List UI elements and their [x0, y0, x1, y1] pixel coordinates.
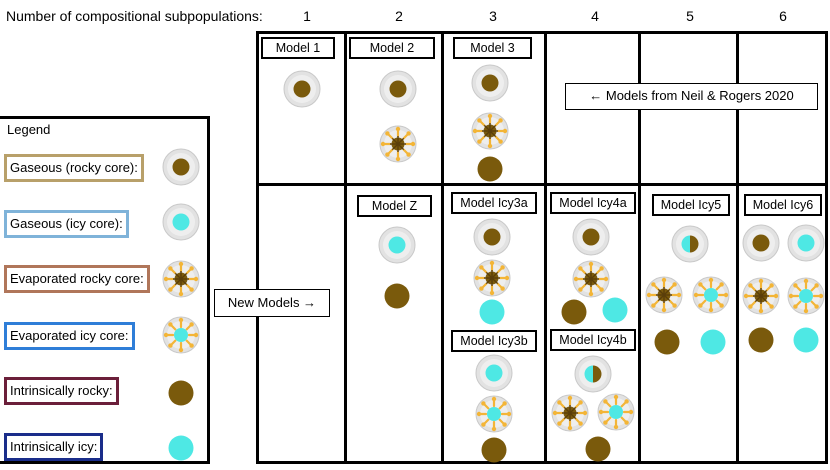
- new-models-annotation: New Models →: [214, 289, 330, 317]
- model-1-label: Model 1: [261, 37, 335, 59]
- grid-divider: [441, 31, 444, 464]
- evaporated-rocky-icon: [162, 260, 200, 298]
- gaseous-rocky-icon: [471, 64, 509, 102]
- icy-icon: [793, 327, 819, 353]
- legend-title: Legend: [7, 122, 51, 137]
- evaporated-icy-icon: [692, 276, 730, 314]
- evaporated-icy-icon: [475, 395, 513, 433]
- model-icy4b-label: Model Icy4b: [550, 329, 636, 351]
- header-label: Number of compositional subpopulations:: [6, 8, 263, 24]
- icy-icon: [168, 435, 194, 461]
- grid-row-divider: [256, 183, 828, 186]
- icy-icon: [602, 297, 628, 323]
- gaseous-icy-icon: [162, 203, 200, 241]
- column-number-1: 1: [303, 8, 311, 24]
- model-icy3a-label: Model Icy3a: [451, 192, 537, 214]
- evaporated-rocky-icon: [551, 394, 589, 432]
- grid-divider: [344, 31, 347, 464]
- rocky-icon: [477, 156, 503, 182]
- model-icy3b-label: Model Icy3b: [451, 330, 537, 352]
- model-z-label: Model Z: [357, 195, 432, 217]
- legend-item-icy: Intrinsically icy:: [4, 433, 104, 461]
- evaporated-icy-icon: [162, 316, 200, 354]
- gaseous-mixed-icon: [671, 225, 709, 263]
- rocky-icon: [384, 283, 410, 309]
- grid-divider: [736, 31, 739, 464]
- legend-item-evaporated-icy: Evaporated icy core:: [4, 322, 135, 350]
- gaseous-rocky-icon: [742, 224, 780, 262]
- model-grid: [256, 31, 828, 464]
- model-3-label: Model 3: [453, 37, 532, 59]
- model-icy4a-label: Model Icy4a: [550, 192, 636, 214]
- rocky-icon: [654, 329, 680, 355]
- model-icy6-label: Model Icy6: [744, 194, 822, 216]
- gaseous-rocky-icon: [572, 218, 610, 256]
- column-number-6: 6: [779, 8, 787, 24]
- evaporated-rocky-icon: [572, 260, 610, 298]
- icy-icon: [700, 329, 726, 355]
- evaporated-rocky-icon: [379, 125, 417, 163]
- evaporated-rocky-icon: [473, 259, 511, 297]
- gaseous-rocky-icon: [283, 70, 321, 108]
- model-icy5-label: Model Icy5: [652, 194, 730, 216]
- model-2-label: Model 2: [349, 37, 435, 59]
- legend-panel: [0, 116, 210, 464]
- gaseous-mixed-icon: [574, 355, 612, 393]
- rocky-icon: [168, 380, 194, 406]
- gaseous-rocky-icon: [379, 70, 417, 108]
- gaseous-icy-icon: [475, 354, 513, 392]
- gaseous-rocky-icon: [473, 218, 511, 256]
- column-number-4: 4: [591, 8, 599, 24]
- grid-divider: [544, 31, 547, 464]
- gaseous-rocky-icon: [162, 148, 200, 186]
- legend-item-evaporated-rocky: Evaporated rocky core:: [4, 265, 150, 293]
- column-number-2: 2: [395, 8, 403, 24]
- rocky-icon: [561, 299, 587, 325]
- legend-item-gaseous-rocky: Gaseous (rocky core):: [4, 154, 144, 182]
- evaporated-icy-icon: [597, 393, 635, 431]
- evaporated-icy-icon: [787, 277, 825, 315]
- rocky-icon: [585, 436, 611, 462]
- legend-item-gaseous-icy: Gaseous (icy core):: [4, 210, 129, 238]
- gaseous-icy-icon: [378, 226, 416, 264]
- evaporated-rocky-icon: [742, 277, 780, 315]
- rocky-icon: [481, 437, 507, 463]
- icy-icon: [479, 299, 505, 325]
- evaporated-rocky-icon: [471, 112, 509, 150]
- column-number-3: 3: [489, 8, 497, 24]
- gaseous-icy-icon: [787, 224, 825, 262]
- rocky-icon: [748, 327, 774, 353]
- grid-divider: [638, 31, 641, 464]
- evaporated-rocky-icon: [645, 276, 683, 314]
- neil-rogers-annotation: ← Models from Neil & Rogers 2020: [565, 83, 818, 110]
- legend-item-rocky: Intrinsically rocky:: [4, 377, 119, 405]
- column-number-5: 5: [686, 8, 694, 24]
